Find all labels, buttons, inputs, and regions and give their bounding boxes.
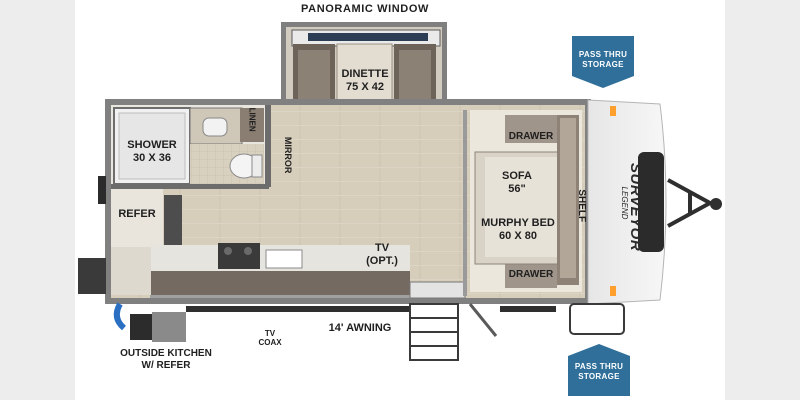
pass-thru-bottom-line1: PASS THRU (574, 362, 624, 371)
drawer-top-label: DRAWER (508, 131, 554, 142)
shelf-label: SHELF (575, 189, 587, 223)
pass-thru-storage-top-tag: PASS THRU STORAGE (572, 36, 634, 88)
refer-label: REFER (118, 208, 156, 220)
sofa-size: 56" (508, 182, 526, 195)
dinette-name: DINETTE (341, 68, 389, 80)
hitch (667, 178, 722, 228)
rear-bumper (78, 176, 106, 294)
drawer-bottom-label: DRAWER (508, 269, 554, 280)
front-cap (587, 99, 667, 305)
shower-label: SHOWER 30 x 36 (122, 139, 182, 164)
tv-coax-label: TV COAX (250, 329, 290, 347)
outside-kitchen-line2: W/ REFER (141, 359, 191, 371)
shower-name: SHOWER (127, 139, 177, 151)
tv-label: TV (OPT.) (355, 242, 409, 267)
tv-coax-line2: COAX (258, 338, 282, 348)
pass-thru-top-line1: PASS THRU (578, 50, 628, 59)
pass-thru-top-line2: STORAGE (582, 60, 624, 69)
tv-note: (OPT.) (366, 254, 398, 267)
dinette-label: DINETTE 75 x 42 (330, 68, 400, 93)
tv-name: TV (374, 242, 390, 254)
pass-thru-storage-bottom-tag: PASS THRU STORAGE (568, 344, 630, 396)
dinette-slideout (281, 22, 447, 130)
mirror-label: MIRROR (283, 136, 294, 174)
outside-kitchen-label: OUTSIDE KITCHEN W/ REFER (116, 348, 216, 371)
awning-label: 14' AWNING (328, 322, 392, 334)
brand-name: SURVEYOR (627, 163, 644, 252)
awning-rail (186, 306, 556, 312)
shower-size: 30 x 36 (133, 151, 171, 164)
outside-kitchen-line1: OUTSIDE KITCHEN (120, 348, 212, 359)
sofa-name: SOFA (502, 170, 532, 182)
surveyor-legend-logo: SURVEYOR LEGEND (614, 163, 644, 252)
murphy-bed-size: 60 x 80 (499, 229, 537, 242)
outside-kitchen-unit (113, 302, 186, 342)
linen-label: LINEN (247, 107, 257, 132)
murphy-bed-label: MURPHY BED 60 x 80 (478, 217, 558, 242)
pass-thru-bottom-line2: STORAGE (578, 372, 620, 381)
tv-coax-line1: TV (264, 329, 276, 338)
front-storage-tray (569, 303, 625, 335)
murphy-bed-name: MURPHY BED (481, 217, 555, 229)
trailer-body (105, 99, 591, 304)
panoramic-window-label: PANORAMIC WINDOW (301, 3, 429, 15)
dinette-size: 75 x 42 (346, 80, 384, 93)
sofa-label: SOFA 56" (492, 170, 542, 195)
entry-steps (409, 303, 498, 361)
